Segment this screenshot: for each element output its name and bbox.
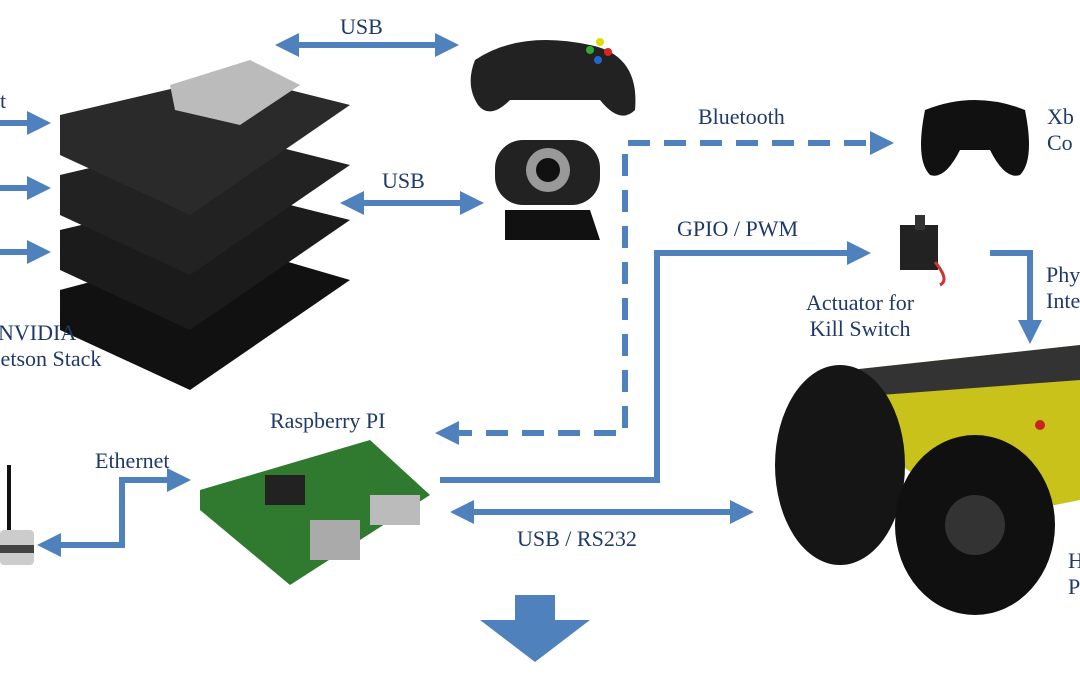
- nvidia-label: NVIDIA Jetson Stack: [0, 320, 101, 372]
- xbox-line-2: Co: [1047, 130, 1073, 155]
- usb-top-label: USB: [340, 14, 383, 39]
- physical-interface-label: Phy Inte: [1046, 262, 1080, 314]
- xbox-one-controller-image: [921, 100, 1029, 176]
- left-cut-label: t: [0, 88, 7, 113]
- raspberry-pi-image: [200, 440, 430, 585]
- husky-robot-image: [775, 345, 1080, 615]
- servo-actuator-image: [900, 215, 946, 287]
- raspberry-pi-label: Raspberry PI: [270, 408, 386, 433]
- physical-line-2: Inte: [1046, 288, 1080, 313]
- usb-rs232-label: USB / RS232: [517, 526, 637, 551]
- usb-webcam-label: USB: [382, 168, 425, 193]
- bluetooth-label: Bluetooth: [698, 104, 785, 129]
- xbox360-controller-image: [470, 38, 636, 116]
- robot-line-1: H: [1068, 548, 1080, 573]
- xbox-line-1: Xb: [1047, 104, 1074, 129]
- robot-label: H P: [1068, 548, 1080, 600]
- actuator-line-2: Kill Switch: [809, 316, 911, 341]
- robot-line-2: P: [1068, 574, 1080, 599]
- physical-line-1: Phy: [1046, 262, 1080, 287]
- jetson-stack-image: [60, 60, 350, 390]
- actuator-label: Actuator for Kill Switch: [806, 290, 914, 342]
- nvidia-line-1: NVIDIA: [0, 320, 77, 345]
- down-block-arrow: [480, 595, 590, 662]
- ethernet-label: Ethernet: [95, 448, 170, 473]
- gpio-pwm-arrow: [440, 241, 871, 483]
- actuator-line-1: Actuator for: [806, 290, 915, 315]
- gpio-pwm-label: GPIO / PWM: [677, 216, 799, 241]
- nvidia-line-2: Jetson Stack: [0, 346, 102, 371]
- bluetooth-dashed-arrow: [435, 131, 894, 445]
- physical-interface-arrow: [990, 250, 1042, 344]
- webcam-image: [495, 140, 600, 240]
- xbox-controller-label: Xb Co: [1047, 104, 1074, 156]
- ethernet-arrow: [37, 468, 191, 557]
- router-image: [0, 465, 34, 565]
